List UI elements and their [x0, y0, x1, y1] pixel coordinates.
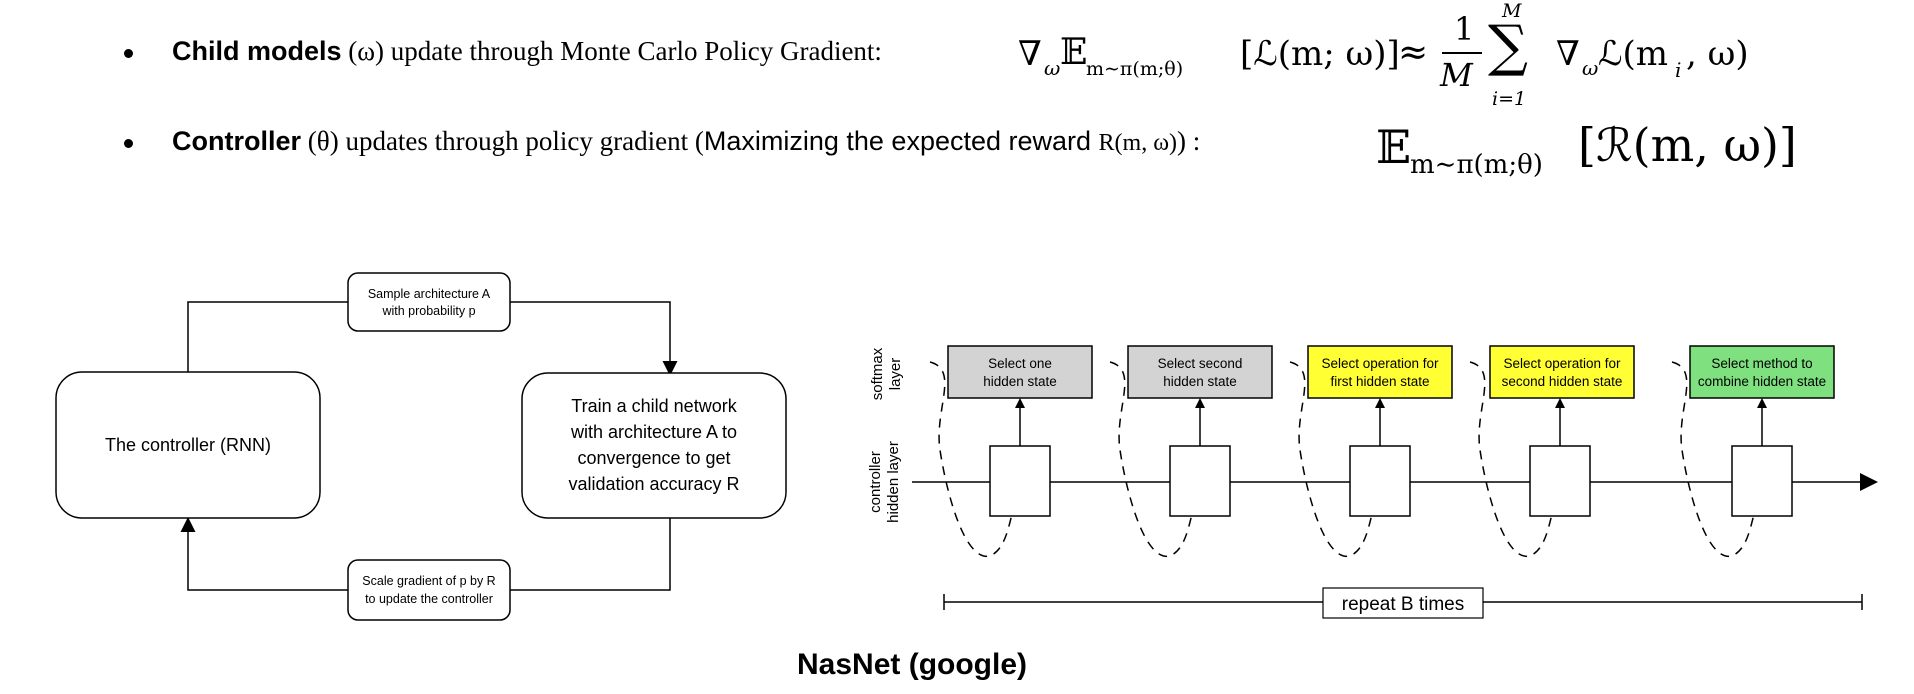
softmax-decision-box — [1689, 345, 1835, 399]
bullet-text: update through Monte Carlo Policy Gradie… — [390, 36, 882, 66]
hidden-state-box — [1529, 445, 1591, 517]
sample-to-child-arrow — [510, 301, 678, 376]
rnn-step: Select operation for first hidden state — [1289, 345, 1453, 557]
hidden-state-box — [1169, 445, 1231, 517]
loss-term: [ℒ(m; ω)] — [1240, 34, 1400, 74]
rnn-step: Select method to combine hidden state — [1671, 345, 1835, 557]
sum-upper-limit: M — [1502, 0, 1522, 22]
feedback-dashed-curve — [1469, 361, 1553, 557]
diagram-caption: NasNet (google) — [797, 648, 1028, 681]
nabla-subscript: ω — [1044, 56, 1061, 80]
rhs-nabla-subscript: ω — [1582, 56, 1599, 80]
bullet-text: updates through policy gradient ( — [345, 126, 704, 156]
rnn-step: Select second hidden state — [1109, 345, 1273, 557]
softmax-decision-label: Select one — [988, 356, 1052, 371]
softmax-decision-label: Select operation for — [1321, 356, 1439, 371]
softmax-decision-label: Select second — [1158, 356, 1243, 371]
controller-box — [55, 371, 321, 519]
formula-monte-carlo: ∇ ω 𝔼 m∼π(m;θ) [ℒ(m; ω)] ≈ 1 M M ∑ i=1 ∇… — [1018, 0, 1758, 120]
softmax-decision-box — [947, 345, 1093, 399]
rnn-controller-diagram: softmax layer controller hidden layer Se… — [867, 345, 1878, 619]
fraction-bar — [1442, 52, 1482, 54]
expectation-symbol: 𝔼 — [1376, 120, 1412, 174]
bullet-symbol: (ω) — [348, 36, 385, 66]
sample-architecture-box — [347, 272, 511, 332]
fraction-numerator: 1 — [1454, 10, 1475, 48]
reward-term: [ℛ(m, ω)] — [1578, 118, 1797, 172]
child-network-box — [521, 372, 787, 519]
softmax-decision-box — [1127, 345, 1273, 399]
nabla-symbol: ∇ — [1018, 34, 1042, 74]
controller-hidden-layer-label: controller hidden layer — [867, 441, 902, 523]
bullet-controller: Controller (θ) updates through policy gr… — [172, 126, 1200, 157]
feedback-dashed-curve — [929, 361, 1013, 557]
softmax-layer-label: softmax layer — [869, 347, 904, 400]
formula-expected-reward: 𝔼 m∼π(m;θ) [ℛ(m, ω)] — [1376, 112, 1797, 192]
softmax-decision-box — [1307, 345, 1453, 399]
output-arrow-head — [1195, 398, 1205, 408]
sum-lower-limit: i=1 — [1492, 88, 1527, 110]
bullet-bold-label: Child models — [172, 36, 342, 66]
bullet-symbol: (θ) — [307, 126, 339, 156]
feedback-dashed-curve — [1289, 361, 1373, 557]
softmax-decision-label: second hidden state — [1502, 374, 1623, 389]
feedback-dashed-curve — [1671, 361, 1755, 557]
feedback-dashed-curve — [1109, 361, 1193, 557]
bullet-sans-text: Maximizing the expected reward — [703, 126, 1099, 156]
bullet-close: ) : — [1177, 126, 1201, 156]
expectation-subscript: m∼π(m;θ) — [1086, 58, 1184, 80]
softmax-decision-label: Select operation for — [1503, 356, 1621, 371]
rnn-step: Select operation for second hidden state — [1469, 345, 1635, 557]
child-to-scale-line — [510, 518, 671, 591]
svg-text:softmax: softmax — [869, 347, 886, 400]
fraction-denominator: M — [1440, 56, 1473, 94]
rhs-loss-end: , ω) — [1686, 34, 1749, 74]
softmax-decision-label: Select method to — [1711, 356, 1812, 371]
output-arrow-head — [1757, 398, 1767, 408]
reward-symbol: R(m, ω) — [1098, 130, 1178, 156]
softmax-decision-label: combine hidden state — [1698, 374, 1826, 389]
scale-to-controller-arrow — [180, 517, 348, 591]
output-arrow-head — [1015, 398, 1025, 408]
scale-gradient-box — [347, 559, 511, 621]
scale-box-line: Scale gradient of p by R — [362, 574, 495, 588]
softmax-decision-label: first hidden state — [1330, 374, 1429, 389]
svg-text:controller: controller — [867, 451, 884, 513]
rhs-loss: ℒ(m — [1598, 34, 1668, 74]
hidden-state-box — [989, 445, 1051, 517]
bullet-bold-label: Controller — [172, 126, 302, 156]
svg-text:layer: layer — [887, 358, 904, 391]
hidden-state-box — [1731, 445, 1793, 517]
expectation-symbol: 𝔼 — [1060, 32, 1088, 73]
rnn-step: Select one hidden state — [929, 345, 1093, 557]
nas-flow-diagram: The controller (RNN) Train a child netwo… — [55, 272, 787, 621]
svg-text:hidden layer: hidden layer — [885, 441, 902, 523]
output-arrow-head — [1375, 398, 1385, 408]
expectation-subscript: m∼π(m;θ) — [1410, 150, 1543, 180]
softmax-decision-label: hidden state — [1163, 374, 1237, 389]
rhs-nabla: ∇ — [1556, 34, 1580, 74]
scale-box-line: to update the controller — [365, 592, 493, 606]
child-network-line: convergence to get — [577, 448, 730, 468]
sample-box-line: Sample architecture A — [368, 287, 491, 301]
rhs-loss-subscript: i — [1675, 58, 1682, 82]
controller-box-label: The controller (RNN) — [105, 435, 271, 455]
repeat-label-box — [1322, 587, 1484, 619]
bullet-marker-2 — [124, 139, 133, 148]
approx-symbol: ≈ — [1398, 32, 1429, 73]
softmax-decision-box — [1489, 345, 1635, 399]
hidden-state-box — [1349, 445, 1411, 517]
output-arrow-head — [1555, 398, 1565, 408]
bullet-marker-1 — [124, 49, 133, 58]
child-network-line: with architecture A to — [570, 422, 737, 442]
sample-box-line: with probability p — [381, 304, 475, 318]
child-network-line: validation accuracy R — [568, 474, 739, 494]
child-network-line: Train a child network — [571, 396, 737, 416]
controller-to-sample-line — [187, 301, 348, 372]
repeat-label: repeat B times — [1342, 594, 1465, 615]
sum-symbol: ∑ — [1488, 14, 1528, 79]
softmax-decision-label: hidden state — [983, 374, 1057, 389]
bullet-child-models: Child models (ω) update through Monte Ca… — [172, 36, 882, 67]
